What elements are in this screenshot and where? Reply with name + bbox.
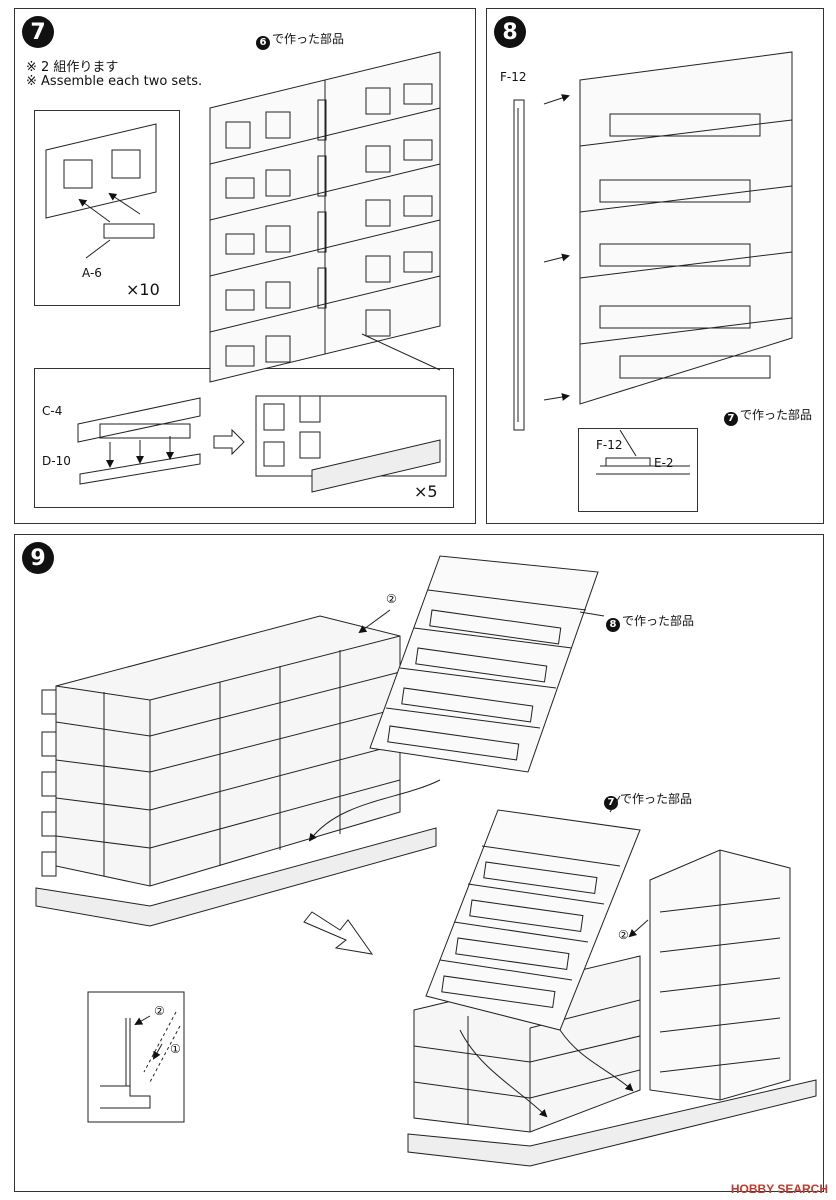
step7-mult-a: ×10 bbox=[126, 280, 160, 299]
step9-side-tower bbox=[649, 849, 791, 1101]
step8-detail-f12: F-12 bbox=[596, 438, 623, 452]
step8-part-f12: F-12 bbox=[500, 70, 527, 84]
step9-ref8-text: で作った部品 bbox=[622, 614, 695, 628]
step9-inset-order-2: ② bbox=[154, 1004, 165, 1018]
step9-insert-detail bbox=[87, 991, 185, 1123]
step8-badge: 8 bbox=[494, 16, 526, 48]
step9-building-frame-top bbox=[35, 615, 437, 927]
step9-facade-bottom bbox=[425, 809, 641, 1031]
step7-badge: 7 bbox=[22, 16, 54, 48]
step9-inset-order-1: ① bbox=[170, 1042, 181, 1056]
step9-ref7-step: 7 bbox=[604, 795, 618, 810]
step9-order-2-bottom: ② bbox=[618, 928, 629, 942]
step9-badge: 9 bbox=[22, 542, 54, 574]
step7-note-jp: ※ 2 組作ります bbox=[26, 60, 119, 75]
step8-detail-drawing bbox=[596, 429, 690, 475]
step7-mult-b: ×5 bbox=[414, 482, 438, 501]
step8-side-rail bbox=[513, 94, 570, 431]
step9-order-2-top: ② bbox=[386, 592, 397, 606]
step8-wall-panel bbox=[579, 51, 793, 405]
step9-ref8-step: 8 bbox=[606, 617, 620, 632]
step8-detail-box bbox=[578, 428, 698, 512]
step7-part-c4: C-4 bbox=[42, 404, 63, 418]
hobby-search-watermark: HOBBY SEARCH bbox=[730, 1182, 828, 1196]
step7-wall-panel bbox=[209, 51, 441, 383]
step9-ref7-text: で作った部品 bbox=[620, 792, 693, 806]
step7-ref-step: 6 bbox=[256, 35, 270, 50]
step9-facade-top bbox=[369, 555, 599, 773]
step7-balcony-detail bbox=[77, 395, 447, 493]
step7-window-detail bbox=[45, 123, 157, 259]
step7-part-d10: D-10 bbox=[42, 454, 71, 468]
step7-ref-text: で作った部品 bbox=[272, 32, 345, 46]
step8-ref-text: で作った部品 bbox=[740, 408, 813, 422]
step7-part-a6: A-6 bbox=[82, 266, 102, 280]
step7-note-en: ※ Assemble each two sets. bbox=[26, 74, 203, 89]
step8-ref-step: 7 bbox=[724, 411, 738, 426]
